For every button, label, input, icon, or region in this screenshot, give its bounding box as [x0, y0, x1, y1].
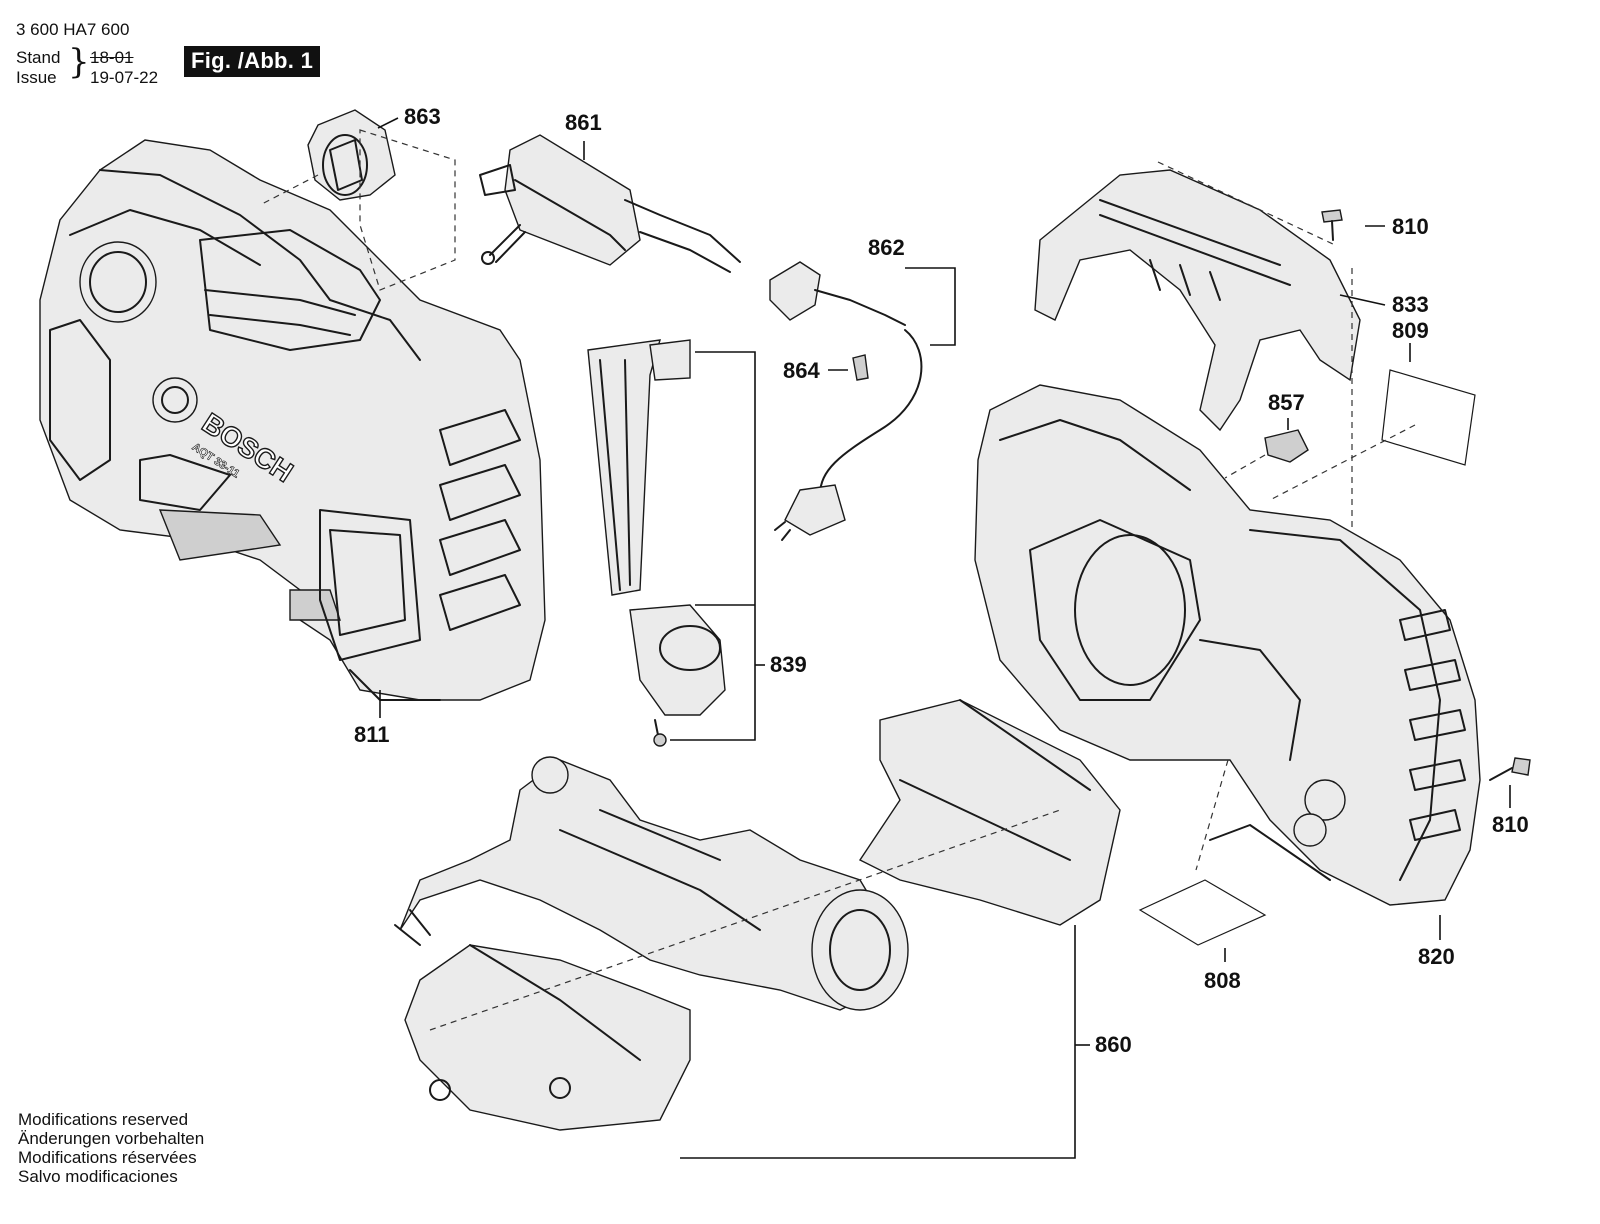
issue-date: 19-07-22 — [90, 68, 159, 87]
screw-810-right — [1489, 757, 1531, 781]
footer-note-es: Salvo modificaciones — [18, 1167, 178, 1186]
part-label-864: 864 — [783, 358, 820, 383]
part-label-861: 861 — [565, 110, 602, 135]
part-label-863: 863 — [404, 104, 441, 129]
part-label-862: 862 — [868, 235, 905, 260]
rear-housing-820 — [974, 384, 1481, 906]
knob-863 — [307, 109, 396, 201]
part-label-809: 809 — [1392, 318, 1429, 343]
part-label-857: 857 — [1268, 390, 1305, 415]
part-label-810-top: 810 — [1392, 214, 1429, 239]
part-label-810-right: 810 — [1492, 812, 1529, 837]
footer-note-fr: Modifications réservées — [18, 1148, 197, 1167]
label-808 — [1138, 879, 1267, 946]
power-cord-862 — [769, 261, 923, 541]
switch-module-861 — [479, 134, 741, 273]
part-label-811: 811 — [354, 722, 390, 747]
brace-glyph: } — [68, 42, 90, 82]
handle-frame-833 — [1034, 169, 1361, 432]
leader-lines — [377, 117, 1511, 1159]
motor-pump-860 — [394, 699, 1121, 1131]
cable-clip-864 — [852, 354, 869, 381]
stand-date: 18-01 — [90, 48, 134, 67]
part-label-839: 839 — [770, 652, 807, 677]
footer-note-en: Modifications reserved — [18, 1110, 189, 1129]
part-label-860: 860 — [1095, 1032, 1132, 1057]
screw-810-top — [1321, 209, 1343, 241]
part-label-833: 833 — [1392, 292, 1429, 317]
part-label-808: 808 — [1204, 968, 1241, 993]
cap-857 — [1264, 429, 1309, 463]
hose-holder-839 — [587, 339, 726, 747]
footer-notes: Modifications reserved Änderungen vorbeh… — [18, 1110, 204, 1186]
stand-label: Stand — [16, 48, 61, 67]
front-housing-811: BOSCH AQT 33-11 — [39, 139, 546, 701]
label-809 — [1381, 369, 1476, 466]
figure-badge: Fig. /Abb. 1 — [184, 46, 321, 77]
part-label-820: 820 — [1418, 944, 1455, 969]
issue-label: Issue — [16, 68, 57, 87]
document-number: 3 600 HA7 600 — [16, 20, 130, 39]
footer-note-de: Änderungen vorbehalten — [18, 1129, 205, 1148]
